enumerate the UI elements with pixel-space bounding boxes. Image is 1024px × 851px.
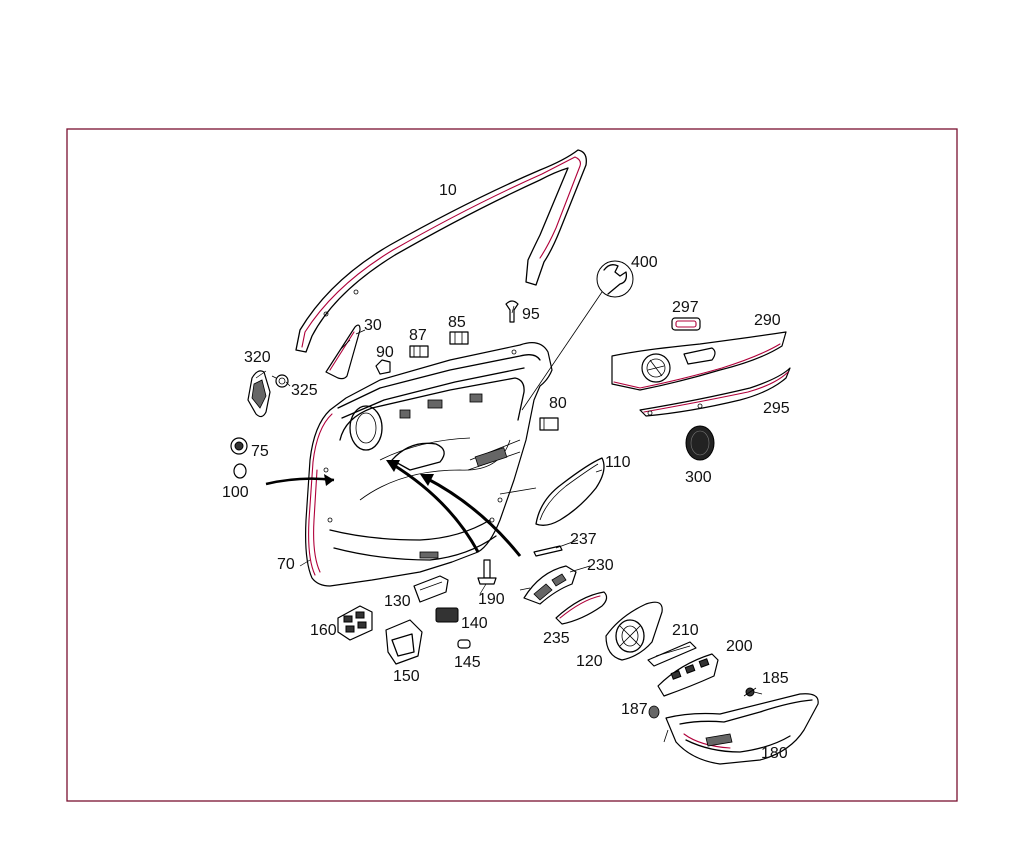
label-200: 200	[726, 638, 753, 655]
part-145-bulb[interactable]	[457, 639, 471, 649]
part-235-handle-trim[interactable]	[555, 591, 608, 625]
part-30-mirror-cover[interactable]	[325, 324, 361, 380]
label-230: 230	[587, 557, 614, 574]
label-30: 30	[364, 317, 382, 334]
label-297: 297	[672, 299, 699, 316]
label-120: 120	[576, 653, 603, 670]
leader-lines	[255, 305, 763, 695]
label-190: 190	[478, 591, 505, 608]
part-237-trim[interactable]	[533, 545, 563, 557]
part-110-seal[interactable]	[499, 457, 605, 526]
label-130: 130	[384, 593, 411, 610]
label-85: 85	[448, 314, 466, 331]
part-140-switch[interactable]	[435, 607, 459, 623]
part-325-screw[interactable]	[271, 374, 289, 388]
part-120-speaker-cover[interactable]	[605, 601, 663, 661]
part-295-strip[interactable]	[639, 367, 791, 417]
callout-labels: 10 400 95 30 87 85 90 320 325 80 75 100 …	[222, 182, 790, 762]
part-180-armrest[interactable]	[663, 693, 819, 765]
part-230-handle-bracket[interactable]	[519, 565, 577, 605]
label-100: 100	[222, 484, 249, 501]
label-325: 325	[291, 382, 318, 399]
part-160-switch-unit[interactable]	[337, 605, 373, 641]
label-237: 237	[570, 531, 597, 548]
part-90-clip[interactable]	[375, 359, 391, 375]
label-185: 185	[762, 670, 789, 687]
label-87: 87	[409, 327, 427, 344]
diagram-frame	[66, 128, 958, 802]
label-70: 70	[277, 556, 295, 573]
label-110: 110	[605, 454, 631, 471]
label-180: 180	[761, 745, 788, 762]
label-95: 95	[522, 306, 540, 323]
part-200-switch-panel[interactable]	[657, 653, 719, 697]
part-320-bracket[interactable]	[247, 370, 271, 418]
label-320: 320	[244, 349, 271, 366]
label-80: 80	[549, 395, 567, 412]
label-210: 210	[672, 622, 699, 639]
label-160: 160	[310, 622, 337, 639]
label-10: 10	[439, 182, 457, 199]
part-87-clip[interactable]	[409, 345, 429, 358]
part-85-clip[interactable]	[449, 331, 469, 345]
part-130-switch-frame[interactable]	[413, 575, 449, 603]
part-80-clip[interactable]	[539, 417, 559, 431]
part-100-cap[interactable]	[233, 463, 247, 479]
part-187-nut[interactable]	[648, 705, 660, 719]
part-210-switch-cover[interactable]	[647, 641, 697, 667]
part-300-speaker-grille[interactable]	[685, 425, 715, 461]
part-190-bolt[interactable]	[477, 559, 497, 585]
label-75: 75	[251, 443, 269, 460]
wrench-icon	[521, 260, 634, 411]
label-150: 150	[393, 668, 420, 685]
label-400: 400	[631, 254, 658, 271]
part-150-cup-holder[interactable]	[385, 619, 423, 665]
label-295: 295	[763, 400, 790, 417]
part-75-plug[interactable]	[230, 437, 248, 455]
label-90: 90	[376, 344, 394, 361]
label-300: 300	[685, 469, 712, 486]
label-235: 235	[543, 630, 570, 647]
part-10-window-trim[interactable]	[295, 149, 587, 353]
part-297-frame[interactable]	[671, 317, 701, 331]
label-290: 290	[754, 312, 781, 329]
part-290-trim-strip[interactable]	[611, 331, 787, 391]
label-145: 145	[454, 654, 481, 671]
assembly-arrows	[265, 460, 522, 557]
label-140: 140	[461, 615, 488, 632]
label-187: 187	[621, 701, 648, 718]
part-95-pin[interactable]	[505, 300, 519, 323]
